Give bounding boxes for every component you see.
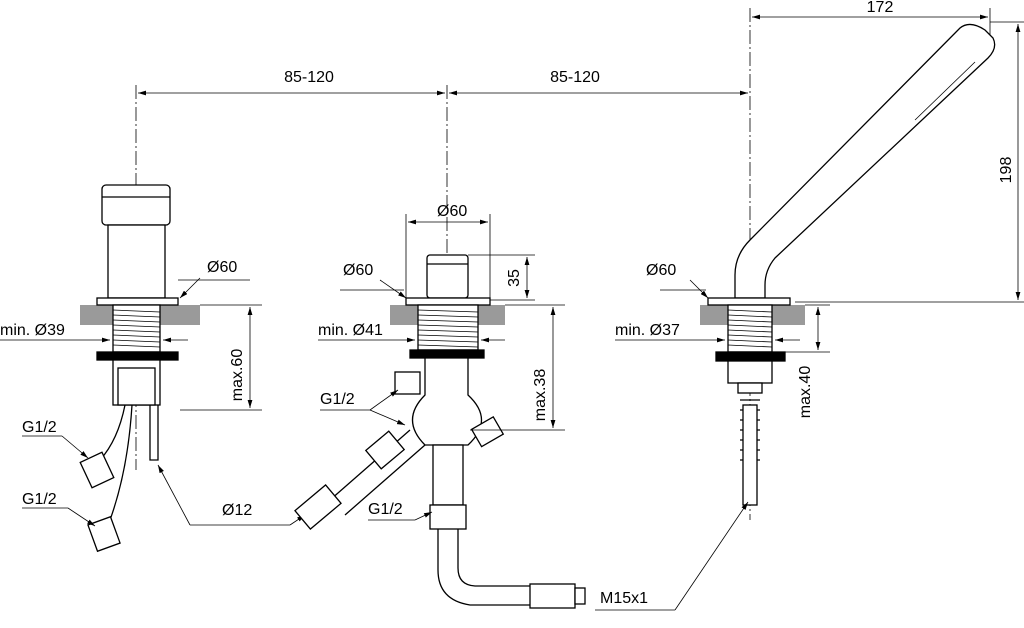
left-unit-connection-2-label: G1/2 (22, 491, 57, 508)
dimension-spacing-right: 85-120 (449, 69, 748, 96)
middle-unit-diameter-top-label: Ø60 (437, 203, 467, 220)
left-min-hole-label: min. Ø39 (0, 322, 65, 339)
middle-unit-diameter-label: Ø60 (343, 262, 373, 279)
middle-unit-min-hole-label: min. Ø41 (318, 322, 383, 339)
right-unit-min-hole-label: min. Ø37 (615, 322, 680, 339)
right-unit: Ø60 min. Ø37 max.40 M15x1 (595, 23, 996, 611)
middle-unit-height-label: 35 (506, 269, 523, 287)
middle-unit: Ø60 35 Ø60 min. Ø41 max.38 G1/2 (294, 203, 586, 609)
dimensions-handshower-height-label: 198 (998, 157, 1015, 184)
left-unit-pipe-label: Ø12 (222, 502, 252, 519)
right-unit-diameter-label: Ø60 (646, 262, 676, 279)
dimension-spacing-left: 85-120 (138, 69, 445, 96)
dimension-handshower-height: 198 (795, 21, 1024, 303)
left-unit-max-thickness-label: max.60 (229, 349, 246, 402)
left-diameter-label: Ø60 (207, 259, 237, 276)
middle-unit-connection-side-label: G1/2 (320, 391, 355, 408)
left-unit-connection-1-label: G1/2 (22, 419, 57, 436)
right-unit-thread-label: M15x1 (600, 590, 648, 607)
middle-unit-connection-bottom-label: G1/2 (368, 501, 403, 518)
middle-unit-max-thickness-label: max.38 (532, 369, 549, 422)
dimensions-spacing-right-label: 85-120 (550, 69, 600, 86)
right-unit-max-thickness-label: max.40 (797, 366, 814, 419)
dimensions-spacing-left-label: 85-120 (284, 69, 334, 86)
dimensions-handshower-length-label: 172 (867, 0, 894, 16)
left-unit: Ø60 min. Ø39 max.60 G1/2 G1/2 Ø12 (0, 184, 306, 553)
